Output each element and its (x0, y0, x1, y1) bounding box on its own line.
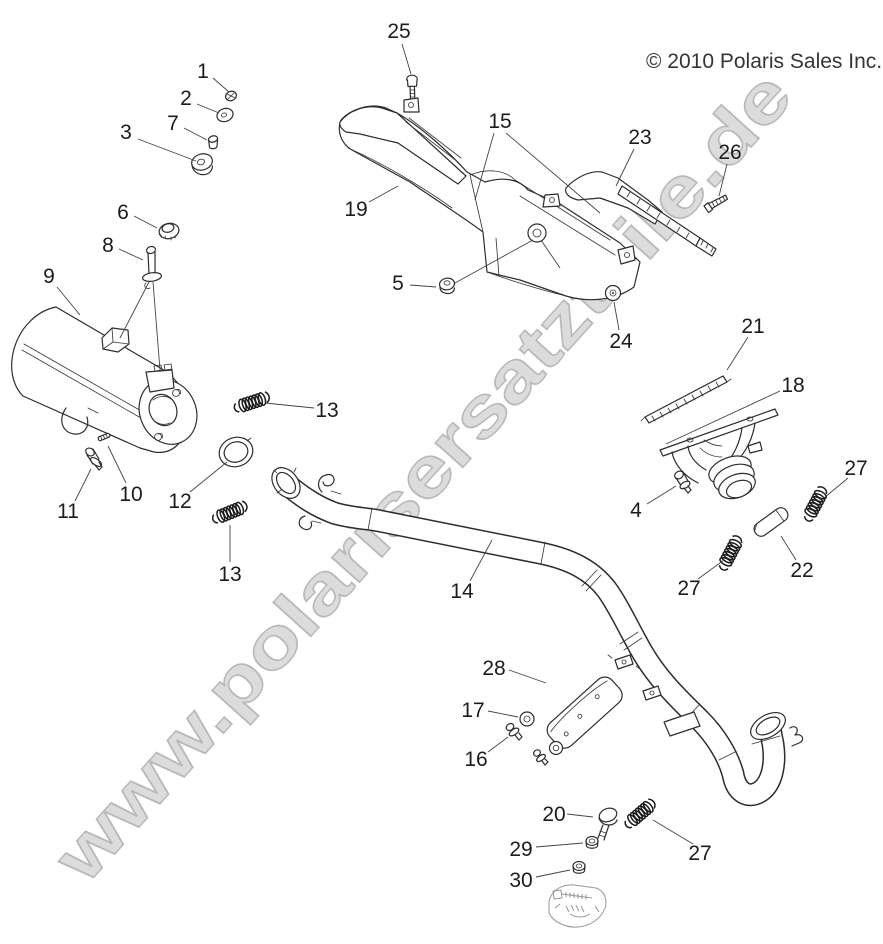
spring-13b (209, 498, 250, 527)
callout-12: 12 (168, 490, 191, 513)
gasket-21 (640, 375, 732, 424)
callout-3: 3 (120, 121, 132, 144)
engine-flange-ghost (548, 884, 607, 928)
callout-19: 19 (344, 198, 367, 221)
callout-9: 9 (43, 265, 55, 288)
head-pipe-drawing (271, 467, 804, 807)
callout-21: 21 (741, 315, 764, 338)
callout-8: 8 (102, 234, 114, 257)
callout-2: 2 (180, 87, 192, 110)
hardware-bolt-25 (406, 74, 418, 102)
callout-18: 18 (781, 374, 804, 397)
callout-26: 26 (718, 141, 741, 164)
callout-27c: 27 (688, 842, 711, 865)
callout-24: 24 (609, 330, 633, 353)
callout-16: 16 (464, 748, 487, 771)
callout-14: 14 (450, 580, 474, 603)
washer-24 (604, 284, 622, 302)
callout-30: 30 (509, 869, 532, 892)
hardware-bolt-8 (141, 245, 163, 289)
clamp-shield-22 (753, 507, 789, 537)
gasket-ring-12 (218, 436, 254, 468)
callout-labels: 1 2 7 3 6 8 9 25 19 15 23 26 5 24 21 18 … (43, 20, 868, 892)
callout-1: 1 (197, 60, 209, 83)
grommet-5 (438, 277, 456, 295)
callout-11: 11 (57, 500, 79, 523)
callout-22: 22 (790, 559, 813, 582)
washer-17b (548, 740, 564, 756)
heat-shield-drawing (338, 97, 641, 301)
hardware-capnut-6 (158, 222, 180, 241)
bolt-16 (505, 722, 523, 741)
bolt-16b (532, 749, 549, 766)
muffler-drawing (11, 281, 198, 453)
callout-25: 25 (387, 20, 410, 43)
leader-lines (56, 43, 849, 878)
callout-23: 23 (628, 126, 651, 149)
callout-10: 10 (119, 483, 142, 506)
callout-4: 4 (630, 499, 642, 522)
hardware-bolt-11 (85, 447, 103, 471)
callout-20: 20 (542, 803, 565, 826)
hardware-washer-2 (216, 107, 234, 123)
hardware-spacer-3 (191, 153, 214, 176)
callout-13b: 13 (218, 563, 241, 586)
hardware-bushing-7 (207, 135, 219, 150)
hardware-screw-26 (703, 194, 729, 214)
spring-27a (800, 484, 831, 525)
callout-13a: 13 (315, 399, 338, 422)
spring-27c (621, 796, 659, 832)
hardware-nut-1 (224, 90, 238, 102)
callout-17: 17 (461, 699, 484, 722)
callout-7: 7 (167, 112, 179, 135)
manifold-18 (659, 408, 779, 500)
nut-29 (585, 835, 599, 849)
callout-29: 29 (509, 838, 532, 861)
callout-6: 6 (117, 201, 129, 224)
copyright-text: © 2010 Polaris Sales Inc. (646, 50, 882, 73)
washer-17 (519, 711, 535, 727)
spring-13a (231, 389, 272, 415)
callout-15: 15 (488, 110, 511, 133)
hardware-pin-10 (97, 432, 111, 442)
callout-28: 28 (482, 657, 505, 680)
callout-27b: 27 (677, 577, 700, 600)
bolt-20 (597, 807, 618, 841)
side-shield-23 (565, 171, 717, 257)
pipe-shield-28 (546, 676, 623, 749)
callout-27a: 27 (844, 457, 867, 480)
spring-27b (715, 533, 746, 574)
nut-30 (572, 860, 586, 874)
callout-5: 5 (392, 272, 404, 295)
bolt-4 (674, 470, 692, 494)
